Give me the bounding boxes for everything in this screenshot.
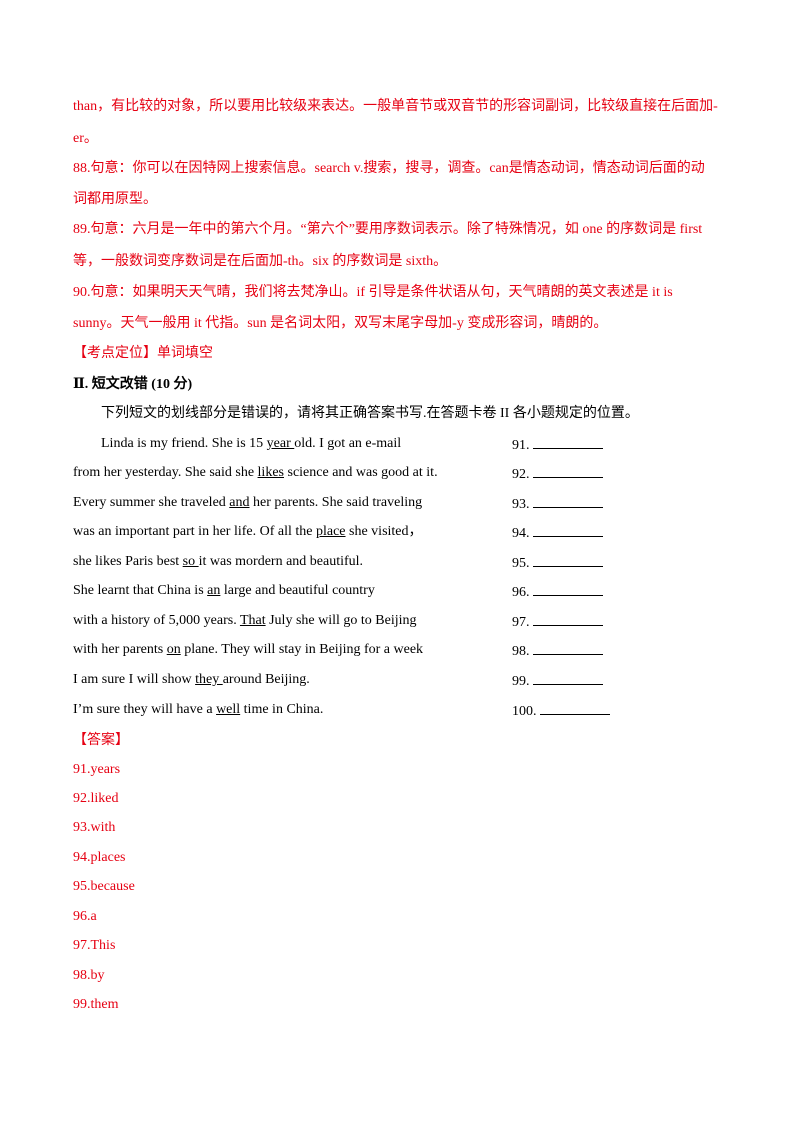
passage-line: with her parents on plane. They will sta… <box>73 642 424 657</box>
answer-slot: 99. <box>512 670 603 692</box>
passage-line: was an important part in her life. Of al… <box>73 524 423 539</box>
passage-line: she likes Paris best so it was mordern a… <box>73 554 364 569</box>
answer-slot: 93. <box>512 493 603 515</box>
explanation-line: sunny。天气一般用 it 代指。sun 是名词太阳，双写末尾字母加-y 变成… <box>73 316 608 331</box>
answer-item: 92.liked <box>73 791 119 806</box>
answer-slot: 91. <box>512 434 603 456</box>
explanation-line: er。 <box>73 131 98 146</box>
answer-slot: 96. <box>512 581 603 603</box>
error-word: an <box>207 583 221 598</box>
passage-line: I am sure I will show they around Beijin… <box>73 672 310 687</box>
error-word: That <box>239 613 266 628</box>
answer-label: 【答案】 <box>73 733 129 748</box>
answer-item: 95.because <box>73 879 135 894</box>
kaodian-label: 【考点定位】单词填空 <box>73 346 213 361</box>
explanation-line: 88.句意：你可以在因特网上搜索信息。search v.搜索，搜寻，调查。can… <box>73 161 705 176</box>
passage-line: from her yesterday. She said she likes s… <box>73 465 438 480</box>
answer-slot: 94. <box>512 522 603 544</box>
error-word: on <box>166 642 181 657</box>
answer-item: 98.by <box>73 968 105 983</box>
answer-slot: 97. <box>512 611 603 633</box>
error-word: place <box>315 524 346 539</box>
passage-line: She learnt that China is an large and be… <box>73 583 375 598</box>
error-word: and <box>229 495 250 510</box>
answer-slot: 98. <box>512 640 603 662</box>
explanation-line: 词都用原型。 <box>73 192 157 207</box>
answer-item: 91.years <box>73 762 121 777</box>
passage-line: with a history of 5,000 years. That July… <box>73 613 417 628</box>
explanation-line: 90.句意：如果明天天气晴，我们将去梵净山。if 引导是条件状语从句，天气晴朗的… <box>73 285 673 300</box>
answer-item: 94.places <box>73 850 126 865</box>
section-title: Ⅱ. 短文改错 (10 分) <box>73 377 193 392</box>
answer-slot: 95. <box>512 552 603 574</box>
explanation-line: 等，一般数词变序数词是在后面加-th。six 的序数词是 sixth。 <box>73 254 448 269</box>
instruction-text: 下列短文的划线部分是错误的，请将其正确答案书写.在答题卡卷 II 各小题规定的位… <box>101 406 639 421</box>
passage-line: Every summer she traveled and her parent… <box>73 495 423 510</box>
error-word: likes <box>257 465 284 480</box>
explanation-line: 89.句意：六月是一年中的第六个月。“第六个”要用序数词表示。除了特殊情况，如 … <box>73 222 703 237</box>
error-word: year <box>266 436 295 451</box>
passage-line: Linda is my friend. She is 15 year old. … <box>101 436 402 451</box>
answer-item: 99.them <box>73 997 119 1012</box>
passage-line: I’m sure they will have a well time in C… <box>73 702 324 717</box>
answer-item: 97.This <box>73 938 116 953</box>
error-word: they <box>195 672 223 687</box>
error-word: so <box>182 554 199 569</box>
error-word: well <box>216 702 241 717</box>
answer-slot: 92. <box>512 463 603 485</box>
answer-item: 96.a <box>73 909 97 924</box>
explanation-line: than，有比较的对象，所以要用比较级来表达。一般单音节或双音节的形容词副词，比… <box>73 99 718 114</box>
answer-item: 93.with <box>73 820 116 835</box>
answer-slot: 100. <box>512 700 610 722</box>
